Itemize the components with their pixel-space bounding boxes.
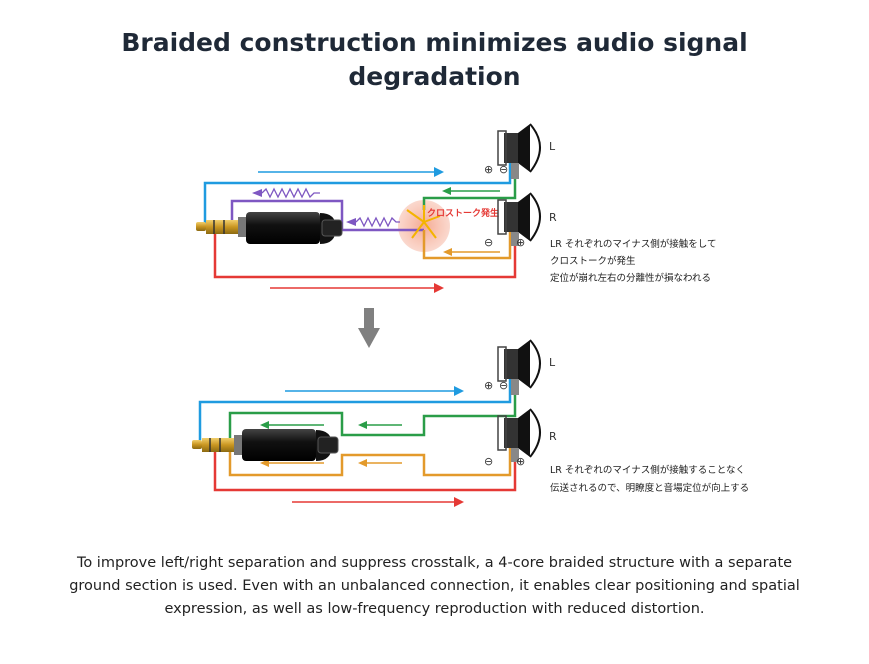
- bottom-diagram: L ⊕ ⊖ R ⊖ ⊕ LR それぞれのマイナス側が接触することなく 伝送される…: [192, 339, 749, 507]
- bottom-note-line-1: LR それぞれのマイナス側が接触することなく: [550, 464, 745, 476]
- bottom-right-minus-wire: [228, 445, 512, 477]
- top-crosstalk-zigzag-arrow-2: [346, 216, 400, 228]
- bottom-note-line-2: 伝送されるので、明瞭度と音場定位が向上する: [550, 482, 749, 494]
- bottom-left-plus-wire: [198, 368, 512, 442]
- top-l-minus-symbol: ⊖: [499, 163, 508, 176]
- bottom-speaker-r: [497, 408, 541, 462]
- top-left-plus-arrow: [258, 167, 444, 177]
- bottom-right-channel-label: R: [549, 430, 557, 443]
- bottom-left-channel-label: L: [549, 356, 556, 369]
- bottom-r-plus-symbol: ⊕: [516, 455, 525, 468]
- page-title: Braided construction minimizes audio sig…: [0, 26, 869, 94]
- bottom-right-minus-arrow-2: [358, 459, 402, 467]
- description-caption: To improve left/right separation and sup…: [69, 555, 800, 617]
- page-title-line-1: Braided construction minimizes audio sig…: [121, 28, 748, 57]
- top-r-plus-symbol: ⊕: [516, 236, 525, 249]
- top-speaker-r: [497, 192, 541, 246]
- page-title-line-2: degradation: [348, 62, 521, 91]
- top-right-channel-label: R: [549, 211, 557, 224]
- bottom-r-minus-symbol: ⊖: [484, 455, 493, 468]
- top-diagram: クロストーク発生 L ⊕ ⊖: [196, 123, 716, 293]
- top-crosstalk-zigzag-arrow-1: [252, 187, 320, 199]
- bottom-left-minus-arrow-2: [358, 421, 402, 429]
- bottom-l-plus-symbol: ⊕: [484, 379, 493, 392]
- top-right-plus-arrow: [270, 283, 444, 293]
- top-left-plus-wire: [203, 150, 512, 226]
- bottom-left-minus-arrow-1: [260, 421, 324, 429]
- crosstalk-label: クロストーク発生: [427, 207, 499, 219]
- top-note-line-2: クロストークが発生: [550, 255, 636, 267]
- top-right-minus-arrow: [443, 248, 500, 256]
- top-r-minus-symbol: ⊖: [484, 236, 493, 249]
- top-left-channel-label: L: [549, 140, 556, 153]
- down-arrow-icon: [358, 308, 380, 348]
- top-left-minus-wire: [422, 150, 517, 210]
- top-plug: [196, 212, 343, 244]
- bottom-left-minus-wire: [228, 368, 517, 444]
- bottom-speaker-l: [497, 339, 541, 395]
- top-note-line-3: 定位が崩れ左右の分離性が損なわれる: [550, 272, 711, 284]
- bottom-l-minus-symbol: ⊖: [499, 379, 508, 392]
- bottom-left-plus-arrow: [285, 386, 464, 396]
- top-l-plus-symbol: ⊕: [484, 163, 493, 176]
- bottom-right-plus-arrow: [292, 497, 464, 507]
- top-left-minus-arrow: [442, 187, 500, 195]
- bottom-plug: [192, 429, 339, 461]
- top-note-line-1: LR それぞれのマイナス側が接触をして: [550, 238, 716, 250]
- crosstalk-burst-icon: [406, 205, 441, 239]
- top-speaker-l: [497, 123, 541, 179]
- top-right-minus-wire: [422, 230, 512, 260]
